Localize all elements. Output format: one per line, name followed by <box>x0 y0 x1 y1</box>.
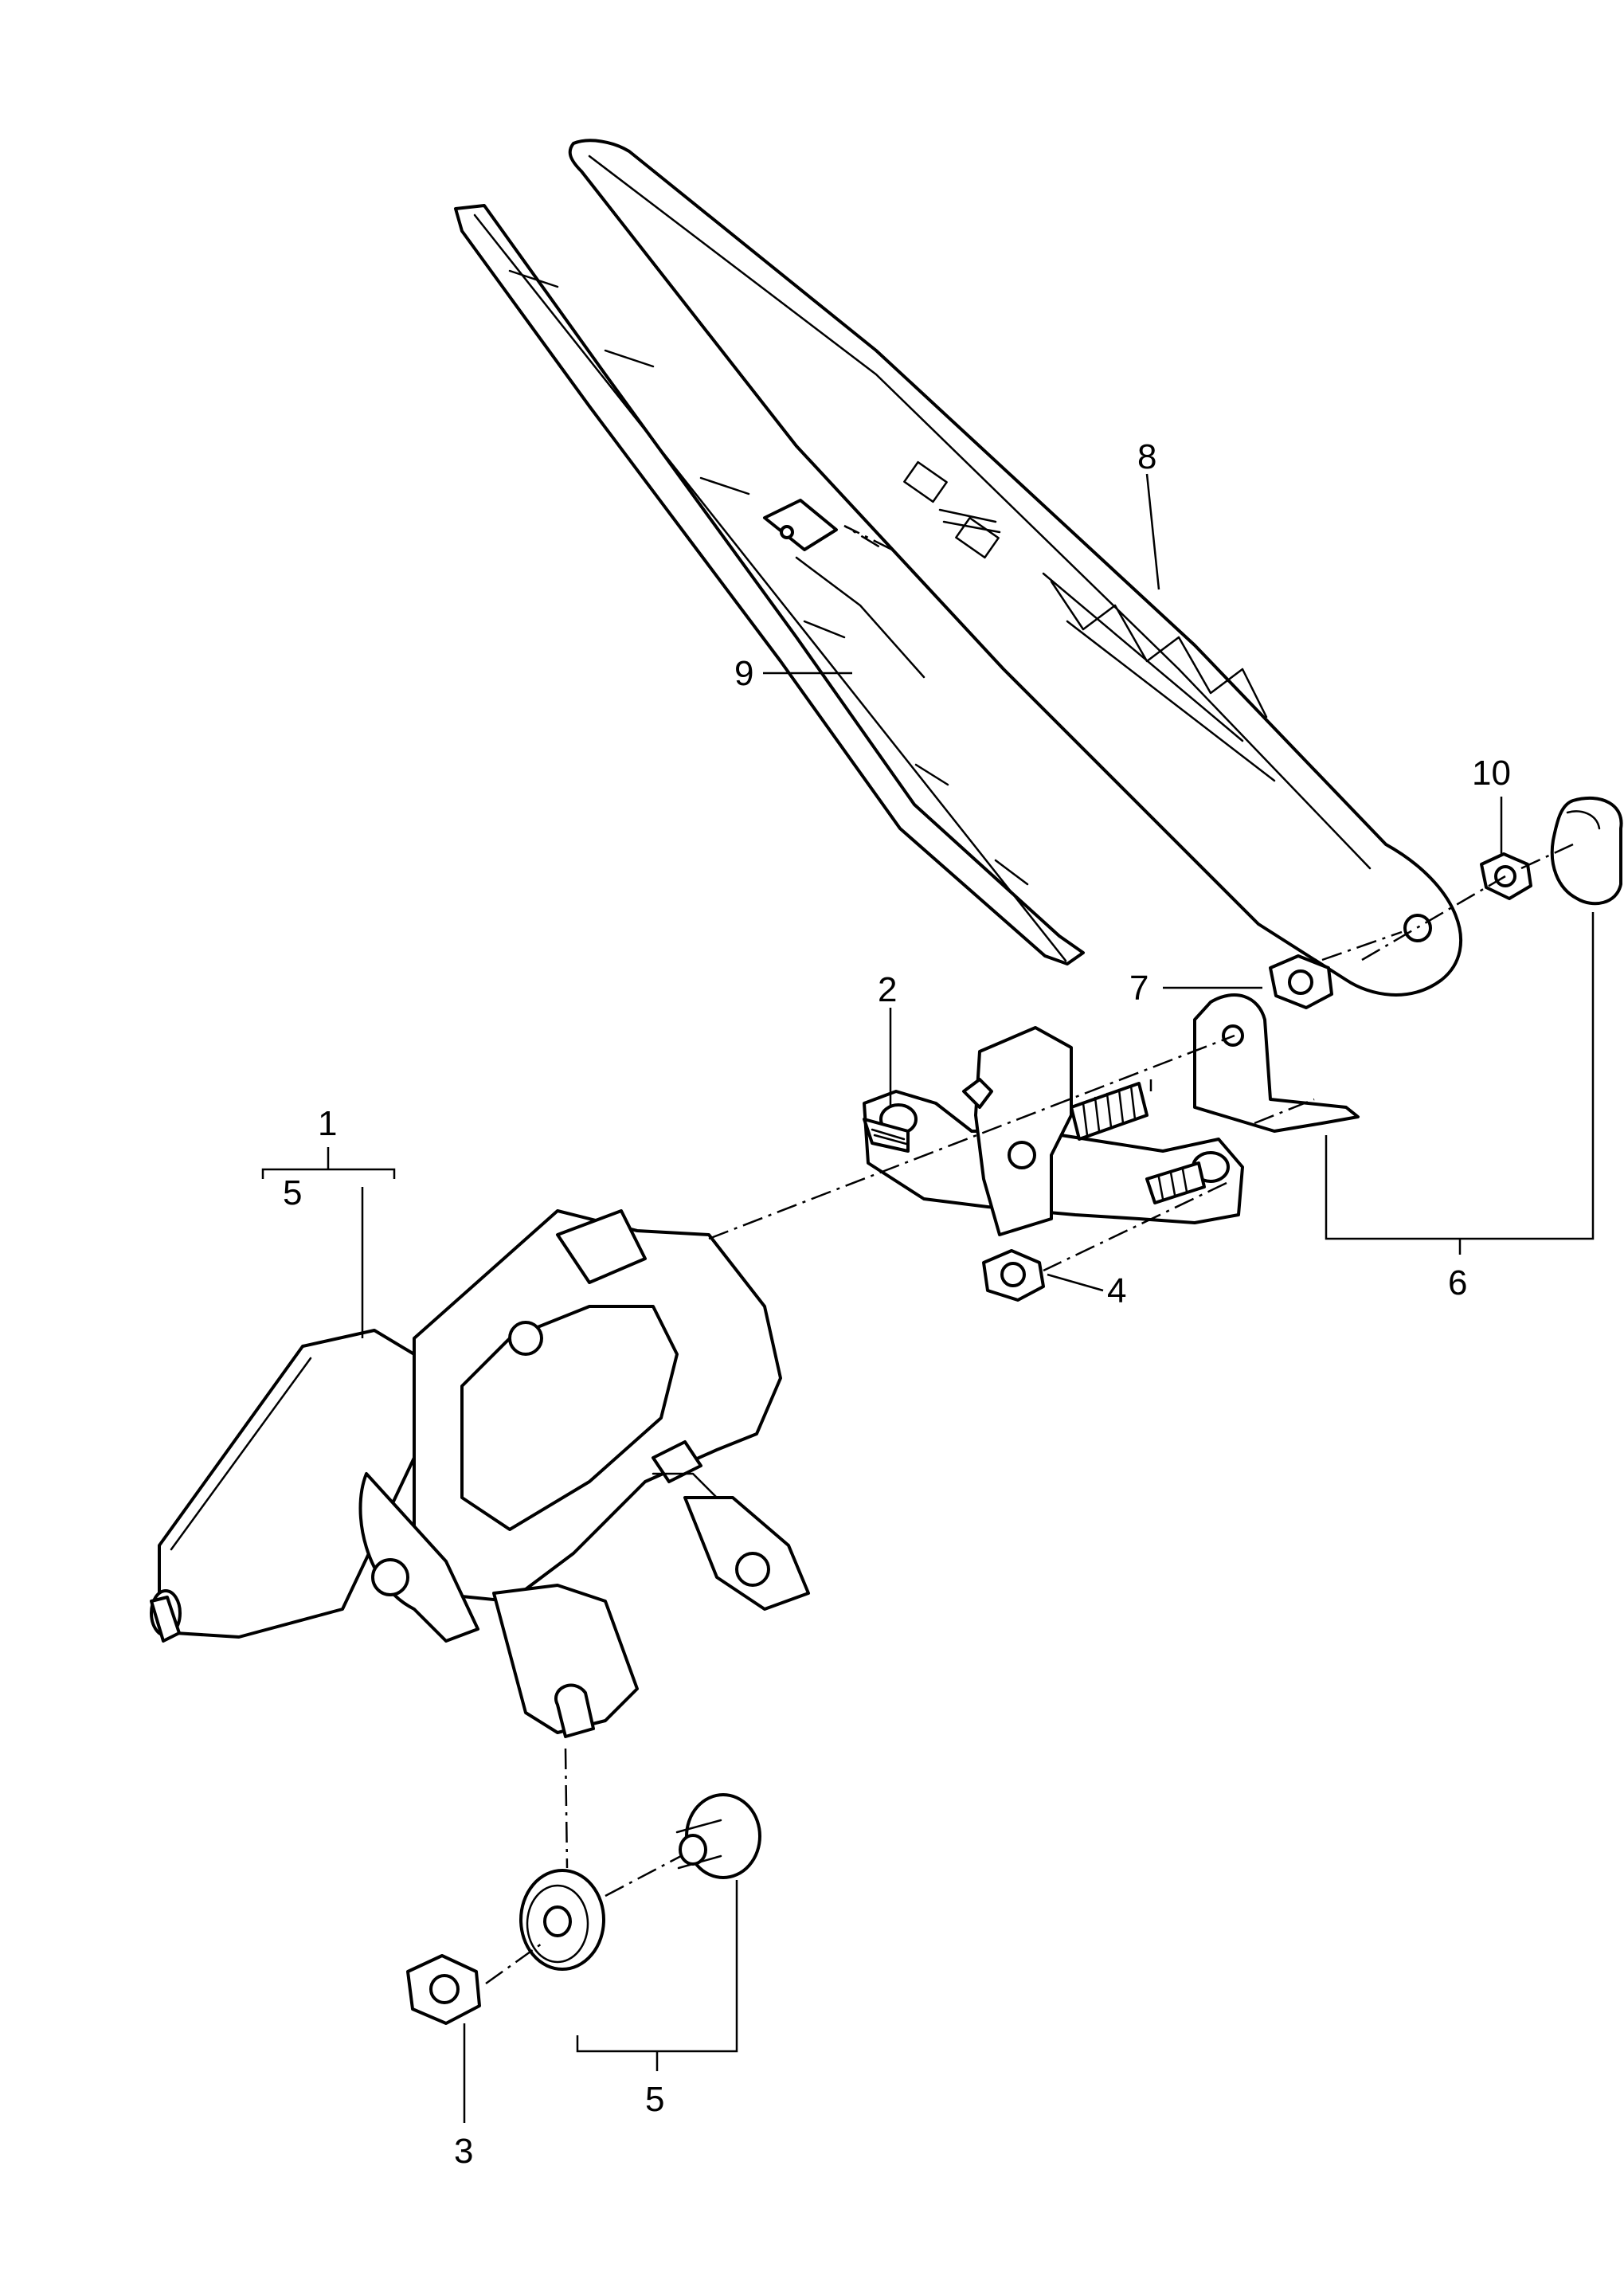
hex-nut-arm[interactable] <box>1269 954 1333 1009</box>
bearing-plate[interactable] <box>863 1026 1244 1236</box>
callout-9: 9 <box>734 654 753 693</box>
cover-cap[interactable] <box>1550 796 1623 906</box>
flange-nut[interactable] <box>406 1954 481 2025</box>
wiper-arm[interactable] <box>568 139 1463 997</box>
callout-8: 8 <box>1137 437 1156 476</box>
callout-5-grommet: 5 <box>645 2080 664 2119</box>
callout-5-motor: 5 <box>283 1173 302 1212</box>
assembly-axes <box>485 843 1574 1985</box>
wiper-motor[interactable] <box>150 1209 810 1738</box>
spacer-sleeve[interactable] <box>675 1793 761 1879</box>
cap-nut[interactable] <box>1480 852 1532 900</box>
bracket-grommet <box>576 1880 738 2071</box>
pivot-bracket[interactable] <box>1193 993 1360 1133</box>
callout-2: 2 <box>878 970 897 1009</box>
leader-lines <box>361 473 1503 2123</box>
callout-7: 7 <box>1129 969 1149 1008</box>
callout-6: 6 <box>1448 1263 1467 1302</box>
bracket-6 <box>1325 912 1595 1255</box>
callout-10: 10 <box>1472 754 1511 793</box>
rubber-grommet[interactable] <box>519 1869 605 1971</box>
bracket-motor <box>261 1147 396 1179</box>
callout-4: 4 <box>1107 1271 1126 1310</box>
hex-nut-plate[interactable] <box>982 1249 1045 1302</box>
callout-3: 3 <box>454 2132 473 2171</box>
callout-1: 1 <box>318 1104 337 1143</box>
wiper-blade[interactable] <box>454 204 1085 965</box>
